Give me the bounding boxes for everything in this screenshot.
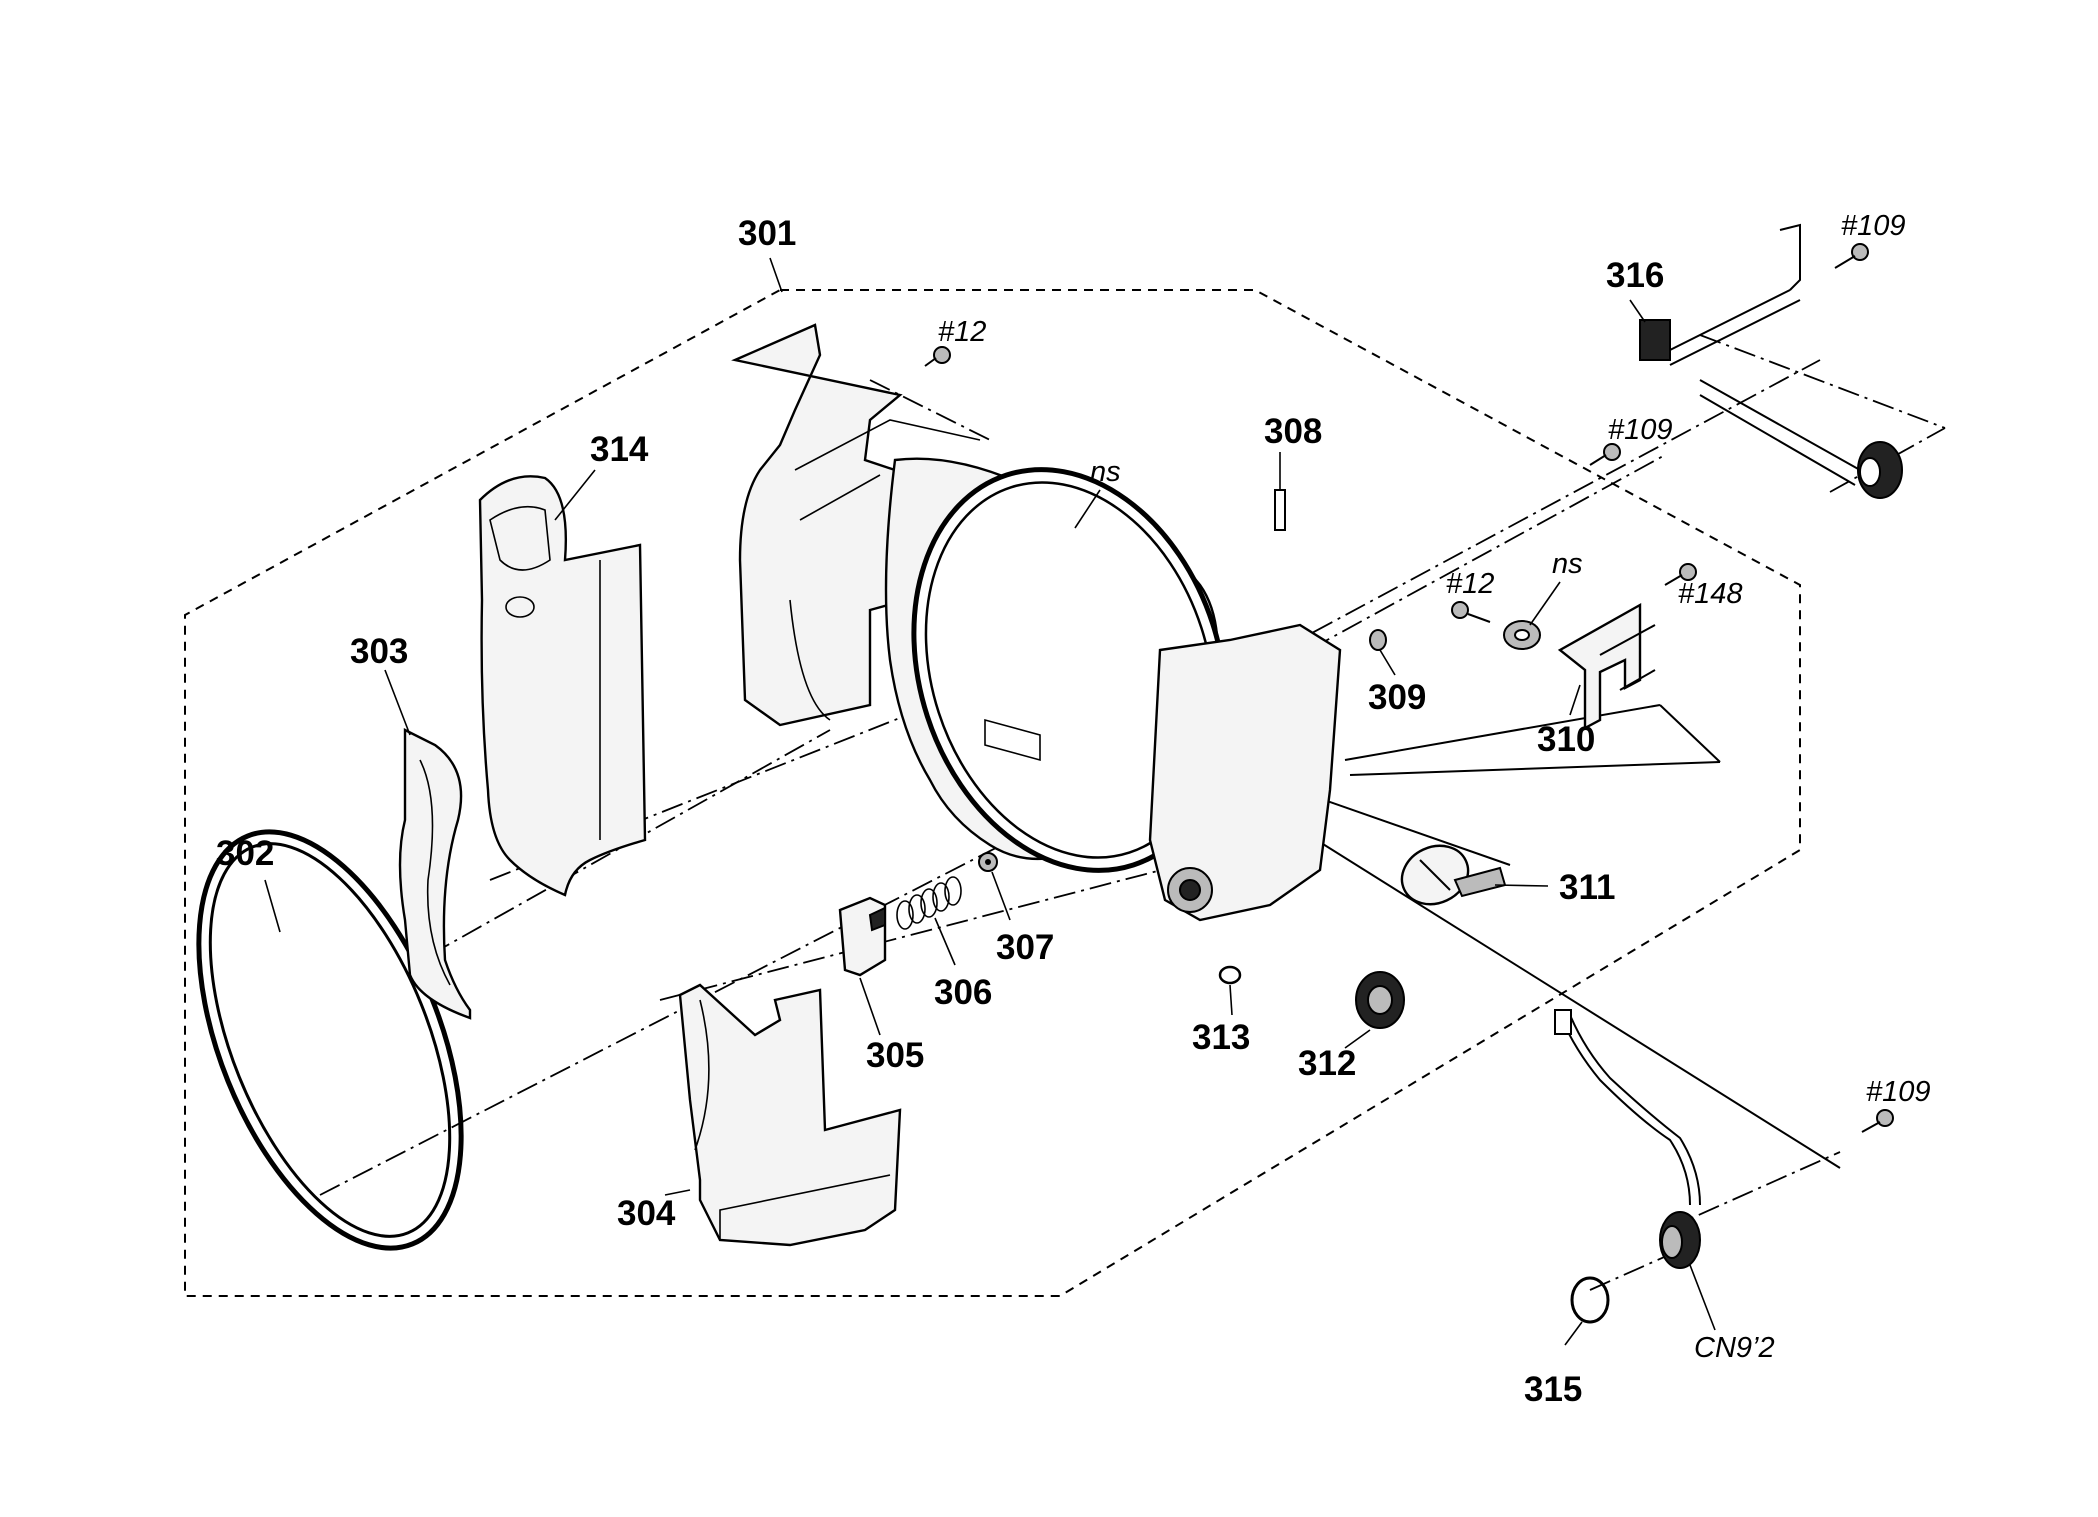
callout-316: 316	[1606, 256, 1665, 295]
part-304-lower-cover	[678, 983, 902, 1247]
line-310b	[1344, 704, 1661, 761]
callout-306: 306	[934, 973, 993, 1012]
part-316-switch-assembly	[1639, 223, 1903, 499]
callout-312: 312	[1298, 1044, 1357, 1083]
leader-311	[1494, 884, 1549, 887]
leader-310	[1569, 684, 1581, 716]
leader-ns-bracket	[1529, 581, 1561, 626]
line-310c	[1659, 704, 1721, 763]
callout-303: 303	[350, 632, 409, 671]
ref-screw-148: #148	[1678, 578, 1743, 610]
leader-313	[1229, 984, 1233, 1016]
ref-connector-cn92: CN9’2	[1694, 1332, 1775, 1364]
leader-315	[1564, 1321, 1583, 1346]
callout-313: 313	[1192, 1018, 1251, 1057]
callout-302: 302	[216, 834, 275, 873]
part-313-washer	[1218, 965, 1242, 985]
part-ns-bracket	[1503, 620, 1541, 650]
part-303-grip-rubber	[398, 728, 472, 1020]
leader-304	[664, 1189, 691, 1196]
leader-309	[1379, 649, 1396, 676]
part-312-knob	[1355, 971, 1405, 1029]
callout-310: 310	[1537, 720, 1596, 759]
screw-109-bottom	[1861, 1109, 1894, 1133]
axis-top-bracket	[869, 379, 991, 441]
leader-314	[554, 469, 596, 521]
screw-109-top	[1834, 243, 1869, 269]
callout-305: 305	[866, 1036, 925, 1075]
part-main-frame	[731, 323, 1342, 922]
ref-screw-109-bottom: #109	[1866, 1076, 1931, 1108]
part-314-grip-cover	[478, 475, 647, 897]
callout-314: 314	[590, 430, 649, 469]
leader-316	[1629, 299, 1646, 323]
part-307-nut	[978, 852, 998, 872]
line-310	[1349, 761, 1721, 776]
callout-311: 311	[1559, 868, 1616, 907]
assembly-boundary-301	[184, 289, 1801, 1297]
part-308-pin	[1274, 489, 1286, 531]
ref-screw-12-right: #12	[1446, 568, 1495, 600]
callout-309: 309	[1368, 678, 1427, 717]
ref-screw-12-top: #12	[938, 316, 987, 348]
ref-ns-frame: ns	[1090, 456, 1121, 488]
leader-302	[264, 879, 281, 933]
screw-109-mid	[1589, 443, 1621, 466]
axis-cn92	[1664, 1151, 1841, 1231]
leader-307	[991, 871, 1011, 921]
leader-ns-frame	[1074, 489, 1101, 529]
screw-148	[1664, 563, 1697, 586]
part-302-ring	[196, 829, 464, 1251]
callout-307: 307	[996, 928, 1055, 967]
leader-301	[769, 257, 783, 293]
part-311-dial	[1400, 844, 1507, 906]
ref-screw-109-top: #109	[1841, 210, 1906, 242]
leader-303	[384, 669, 411, 736]
leader-306	[934, 917, 956, 966]
screw-12-top	[924, 346, 951, 367]
ref-ns-bracket: ns	[1552, 548, 1583, 580]
axis-cover	[659, 859, 1201, 1001]
part-310-bracket	[1557, 602, 1656, 730]
leader-305	[859, 977, 881, 1036]
axis-316	[1699, 334, 1946, 429]
screw-12-right	[1451, 601, 1491, 623]
part-315-oring	[1570, 1276, 1610, 1324]
part-305-button	[838, 896, 887, 977]
leader-312	[1344, 1029, 1371, 1049]
leader-cn92	[1689, 1264, 1716, 1331]
part-306-spring	[896, 876, 962, 930]
ref-screw-109-mid: #109	[1608, 414, 1673, 446]
callout-301: 301	[738, 214, 797, 253]
part-309-washer	[1369, 629, 1387, 651]
callout-304: 304	[617, 1194, 676, 1233]
part-cn92-connector	[1554, 1009, 1701, 1269]
callout-315: 315	[1524, 1370, 1583, 1409]
callout-308: 308	[1264, 412, 1323, 451]
